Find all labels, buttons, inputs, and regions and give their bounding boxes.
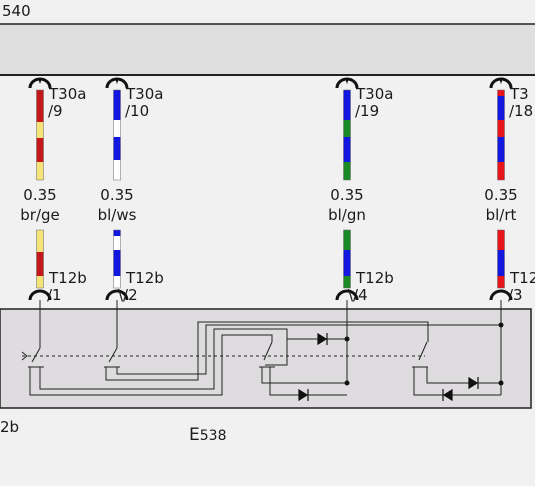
wire1-gauge: 0.35 xyxy=(23,186,57,204)
wire3-outline xyxy=(343,89,351,181)
wire4-stripe-segment xyxy=(497,137,505,162)
wire3-stripe-segment xyxy=(343,90,351,96)
wire2-bottom-pin: \/2 xyxy=(118,286,138,304)
wire3-bottom-connector: T12b xyxy=(356,269,394,287)
wire1-stripe-segment xyxy=(36,138,44,162)
wire1-stripe-segment xyxy=(36,230,44,252)
wire2-stripe-segment xyxy=(113,120,121,137)
wire4-stripe-segment xyxy=(497,96,505,120)
wire2-bottom-connector: T12b xyxy=(126,269,164,287)
wire4-stripe-segment xyxy=(497,120,505,137)
left-edge-label: 2b xyxy=(0,418,20,436)
wire1-stripe-segment xyxy=(36,162,44,180)
wire2-top-pin: /10 xyxy=(125,102,150,120)
wire3-top-pin: /19 xyxy=(355,102,380,120)
wire2-stripe-segment xyxy=(113,137,121,160)
wire3-stripe-segment xyxy=(343,96,351,120)
bottom-connector-arcs xyxy=(28,289,513,301)
wire2-stripe-segment xyxy=(113,96,121,120)
wire1-top-pin: /9 xyxy=(48,102,63,120)
header-band xyxy=(0,24,535,74)
wire3-stripe-segment xyxy=(343,137,351,162)
wire1-stripe-segment xyxy=(36,96,44,122)
diodes xyxy=(298,332,479,402)
wire1-stripe-segment xyxy=(36,122,44,138)
wire2-stripe-segment xyxy=(113,250,121,276)
wire1-outline xyxy=(36,89,44,181)
wire3-color-code: bl/gn xyxy=(328,206,366,224)
wire4-top-pin: /18 xyxy=(509,102,534,120)
top-left-number: 540 xyxy=(2,2,31,20)
wire2-top-connector: T30a xyxy=(126,85,164,103)
wire2-stripe-segment xyxy=(113,276,121,288)
wire4-outline xyxy=(497,89,505,181)
wire4-gauge: 0.35 xyxy=(484,186,518,204)
top-connector-arcs xyxy=(28,77,513,89)
wire1-bottom-pin: /1 xyxy=(47,286,62,304)
wire2-stripe-segment xyxy=(113,160,121,180)
wire3-stripe-segment xyxy=(343,250,351,276)
wire2-stripe-segment xyxy=(113,230,121,236)
wire2-stripe-segment xyxy=(113,236,121,250)
wire3-bottom-pin: \/4 xyxy=(348,286,368,304)
wire3-outline xyxy=(343,229,351,289)
wire4-outline xyxy=(497,229,505,289)
wire3-stripe-segment xyxy=(343,120,351,137)
wire1-color-code: br/ge xyxy=(20,206,60,224)
wire-stripes xyxy=(36,89,505,289)
wire4-stripe-segment xyxy=(497,250,505,276)
component-letter: E xyxy=(189,425,200,445)
wire4-stripe-segment xyxy=(497,276,505,288)
component-label: E538 xyxy=(189,427,226,445)
wire2-color-code: bl/ws xyxy=(97,206,137,224)
wire1-stripe-segment xyxy=(36,276,44,288)
wire1-bottom-connector: T12b xyxy=(49,269,87,287)
wire1-top-connector: T30a xyxy=(49,85,87,103)
wire1-stripe-segment xyxy=(36,90,44,96)
wire3-stripe-segment xyxy=(343,162,351,180)
wire1-stripe-segment xyxy=(36,252,44,276)
wire2-stripe-segment xyxy=(113,90,121,96)
wire4-stripe-segment xyxy=(497,90,505,96)
wire4-color-code: bl/rt xyxy=(485,206,517,224)
wire4-stripe-segment xyxy=(497,230,505,250)
wire4-stripe-segment xyxy=(497,162,505,180)
wire4-bottom-pin: /3 xyxy=(508,286,523,304)
component-number: 538 xyxy=(199,428,227,444)
wire3-stripe-segment xyxy=(343,276,351,288)
wire2-outline xyxy=(113,89,121,181)
wire4-top-connector: T3 xyxy=(510,85,529,103)
wire3-gauge: 0.35 xyxy=(330,186,364,204)
wire2-outline xyxy=(113,229,121,289)
junction-dots xyxy=(344,322,504,386)
wire1-outline xyxy=(36,229,44,289)
wire3-top-connector: T30a xyxy=(356,85,394,103)
wire2-gauge: 0.35 xyxy=(100,186,134,204)
wire3-stripe-segment xyxy=(343,230,351,250)
wire4-bottom-connector: T12 xyxy=(510,269,535,287)
